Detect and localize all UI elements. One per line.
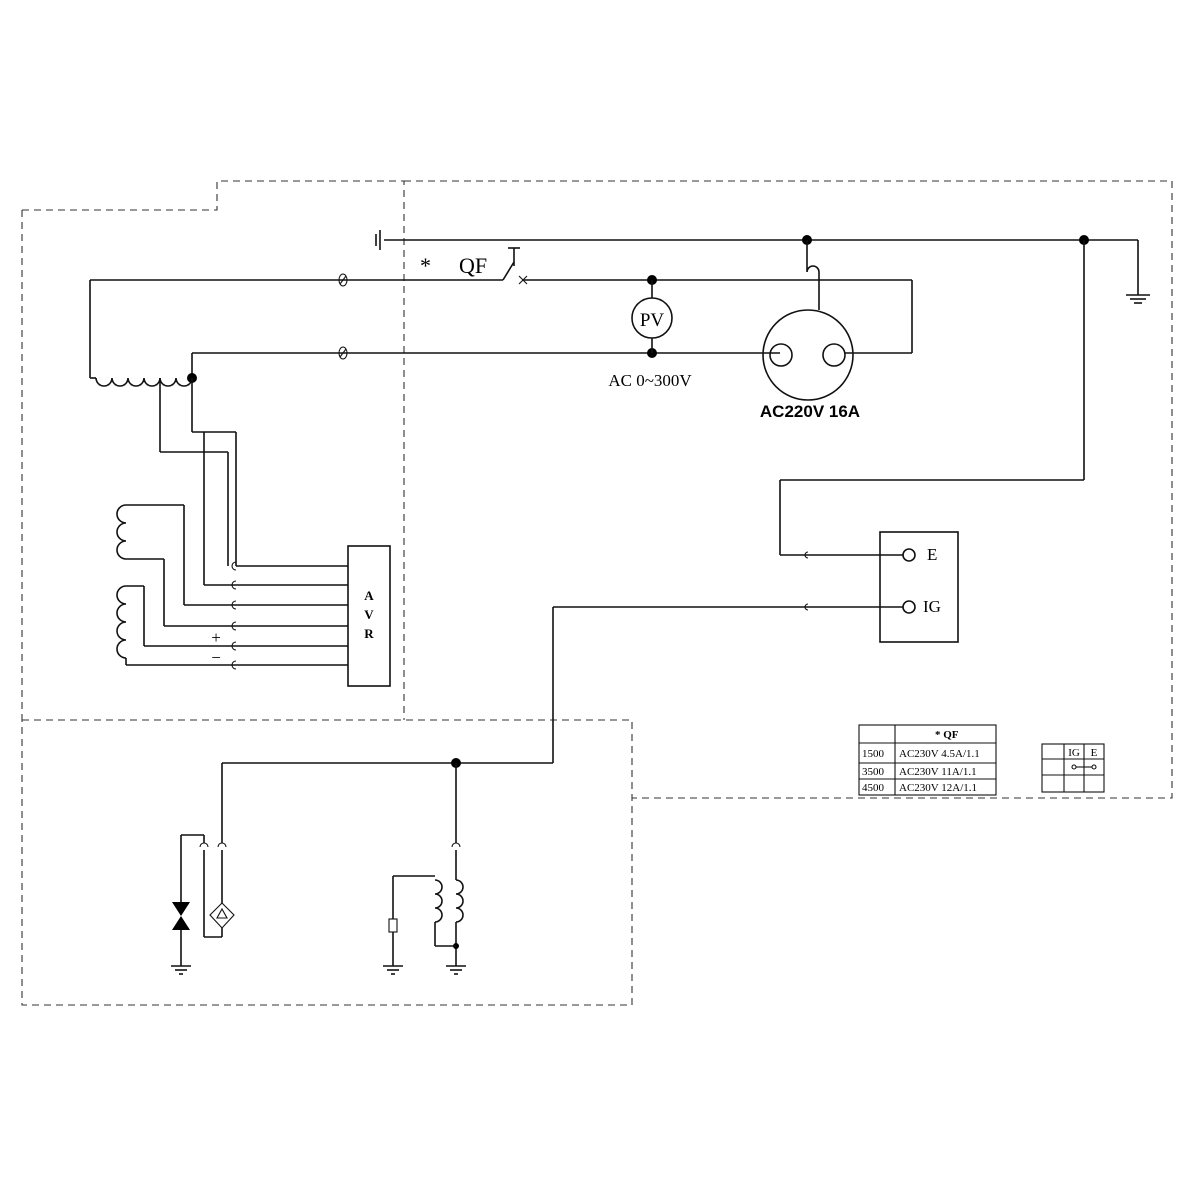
socket [762, 240, 912, 401]
qf-table-row-3-rating: AC230V 12A/1.1 [899, 782, 977, 794]
breaker-star: * [420, 253, 431, 278]
switch-table-e: E [1091, 747, 1098, 759]
avr-wires [144, 432, 348, 670]
qf-table-row-1-rating: AC230V 4.5A/1.1 [899, 748, 980, 760]
excitation-winding-2 [116, 585, 236, 666]
excitation-winding-1 [116, 504, 185, 626]
qf-rating-table [858, 724, 997, 796]
enclosure-boundaries [21, 180, 1173, 1006]
switch-position-table [1041, 743, 1105, 793]
avr-plus: + [211, 628, 221, 647]
alternator-boundary [21, 180, 405, 720]
voltmeter-range: AC 0~300V [608, 371, 692, 390]
terminal-e: E [927, 545, 937, 564]
qf-table-row-2-rating: AC230V 11A/1.1 [899, 766, 977, 778]
engine-ignition-circuit [171, 758, 553, 975]
qf-table-row-3-model: 4500 [862, 782, 885, 794]
avr-minus: − [211, 648, 221, 667]
live-line [89, 247, 913, 379]
qf-table-row-2-model: 3500 [862, 766, 885, 778]
engine-switch-block [552, 240, 1085, 763]
engine-boundary [21, 719, 633, 1006]
terminal-ig: IG [923, 597, 941, 616]
switch-table-ig: IG [1068, 747, 1080, 759]
qf-table-row-1-model: 1500 [862, 748, 885, 760]
avr-letter-a: A [364, 588, 374, 603]
breaker-label: QF [459, 253, 487, 278]
avr-letter-r: R [364, 626, 374, 641]
socket-label: AC220V 16A [760, 402, 860, 421]
avr-module [347, 545, 391, 687]
avr-letter-v: V [364, 607, 374, 622]
ground-bus [375, 230, 1150, 304]
neutral-line [191, 346, 780, 378]
control-panel-boundary [404, 180, 1173, 799]
voltmeter [631, 280, 673, 353]
qf-table-header: * QF [935, 729, 959, 741]
voltmeter-label: PV [640, 310, 665, 331]
main-winding [95, 373, 237, 566]
